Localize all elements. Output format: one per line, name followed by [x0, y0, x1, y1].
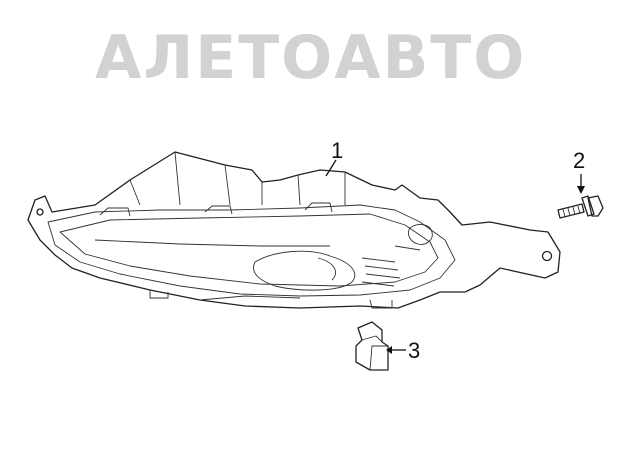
lens-outline: [47, 204, 456, 297]
watermark: АЛЕТОАВТО: [95, 23, 526, 93]
bolt-head: [587, 195, 604, 217]
callout-1-leader: [325, 159, 337, 177]
fog-lamp-assembly: [27, 151, 561, 309]
reflector-inner: [317, 257, 336, 281]
callout-2-arrowhead: [577, 186, 585, 194]
connector: [407, 224, 433, 245]
clip-body: [355, 321, 389, 371]
callout-1: 1: [325, 138, 343, 177]
lens-ribs: [361, 245, 421, 287]
bolt-shank: [557, 203, 585, 219]
bracket-hole: [541, 250, 553, 262]
top-clip-tabs: [99, 202, 333, 217]
callout-2-label: 2: [573, 148, 585, 173]
bolt-threads: [562, 205, 581, 218]
bolt-flange: [581, 195, 595, 217]
top-ribs: [129, 151, 346, 206]
bezel-line: [59, 213, 439, 287]
reflector: [253, 250, 356, 291]
watermark-text: АЛЕТОАВТО: [95, 23, 526, 93]
retaining-clip: 3: [355, 321, 420, 371]
bottom-tabs: [149, 290, 393, 309]
lower-strip: [94, 239, 330, 301]
callout-3-label: 3: [408, 338, 420, 363]
left-tab-hole: [36, 208, 44, 216]
bolt: 2: [557, 148, 604, 219]
clip-edge: [361, 335, 388, 371]
callout-3-arrowhead: [386, 346, 392, 354]
callout-1-label: 1: [331, 138, 343, 163]
